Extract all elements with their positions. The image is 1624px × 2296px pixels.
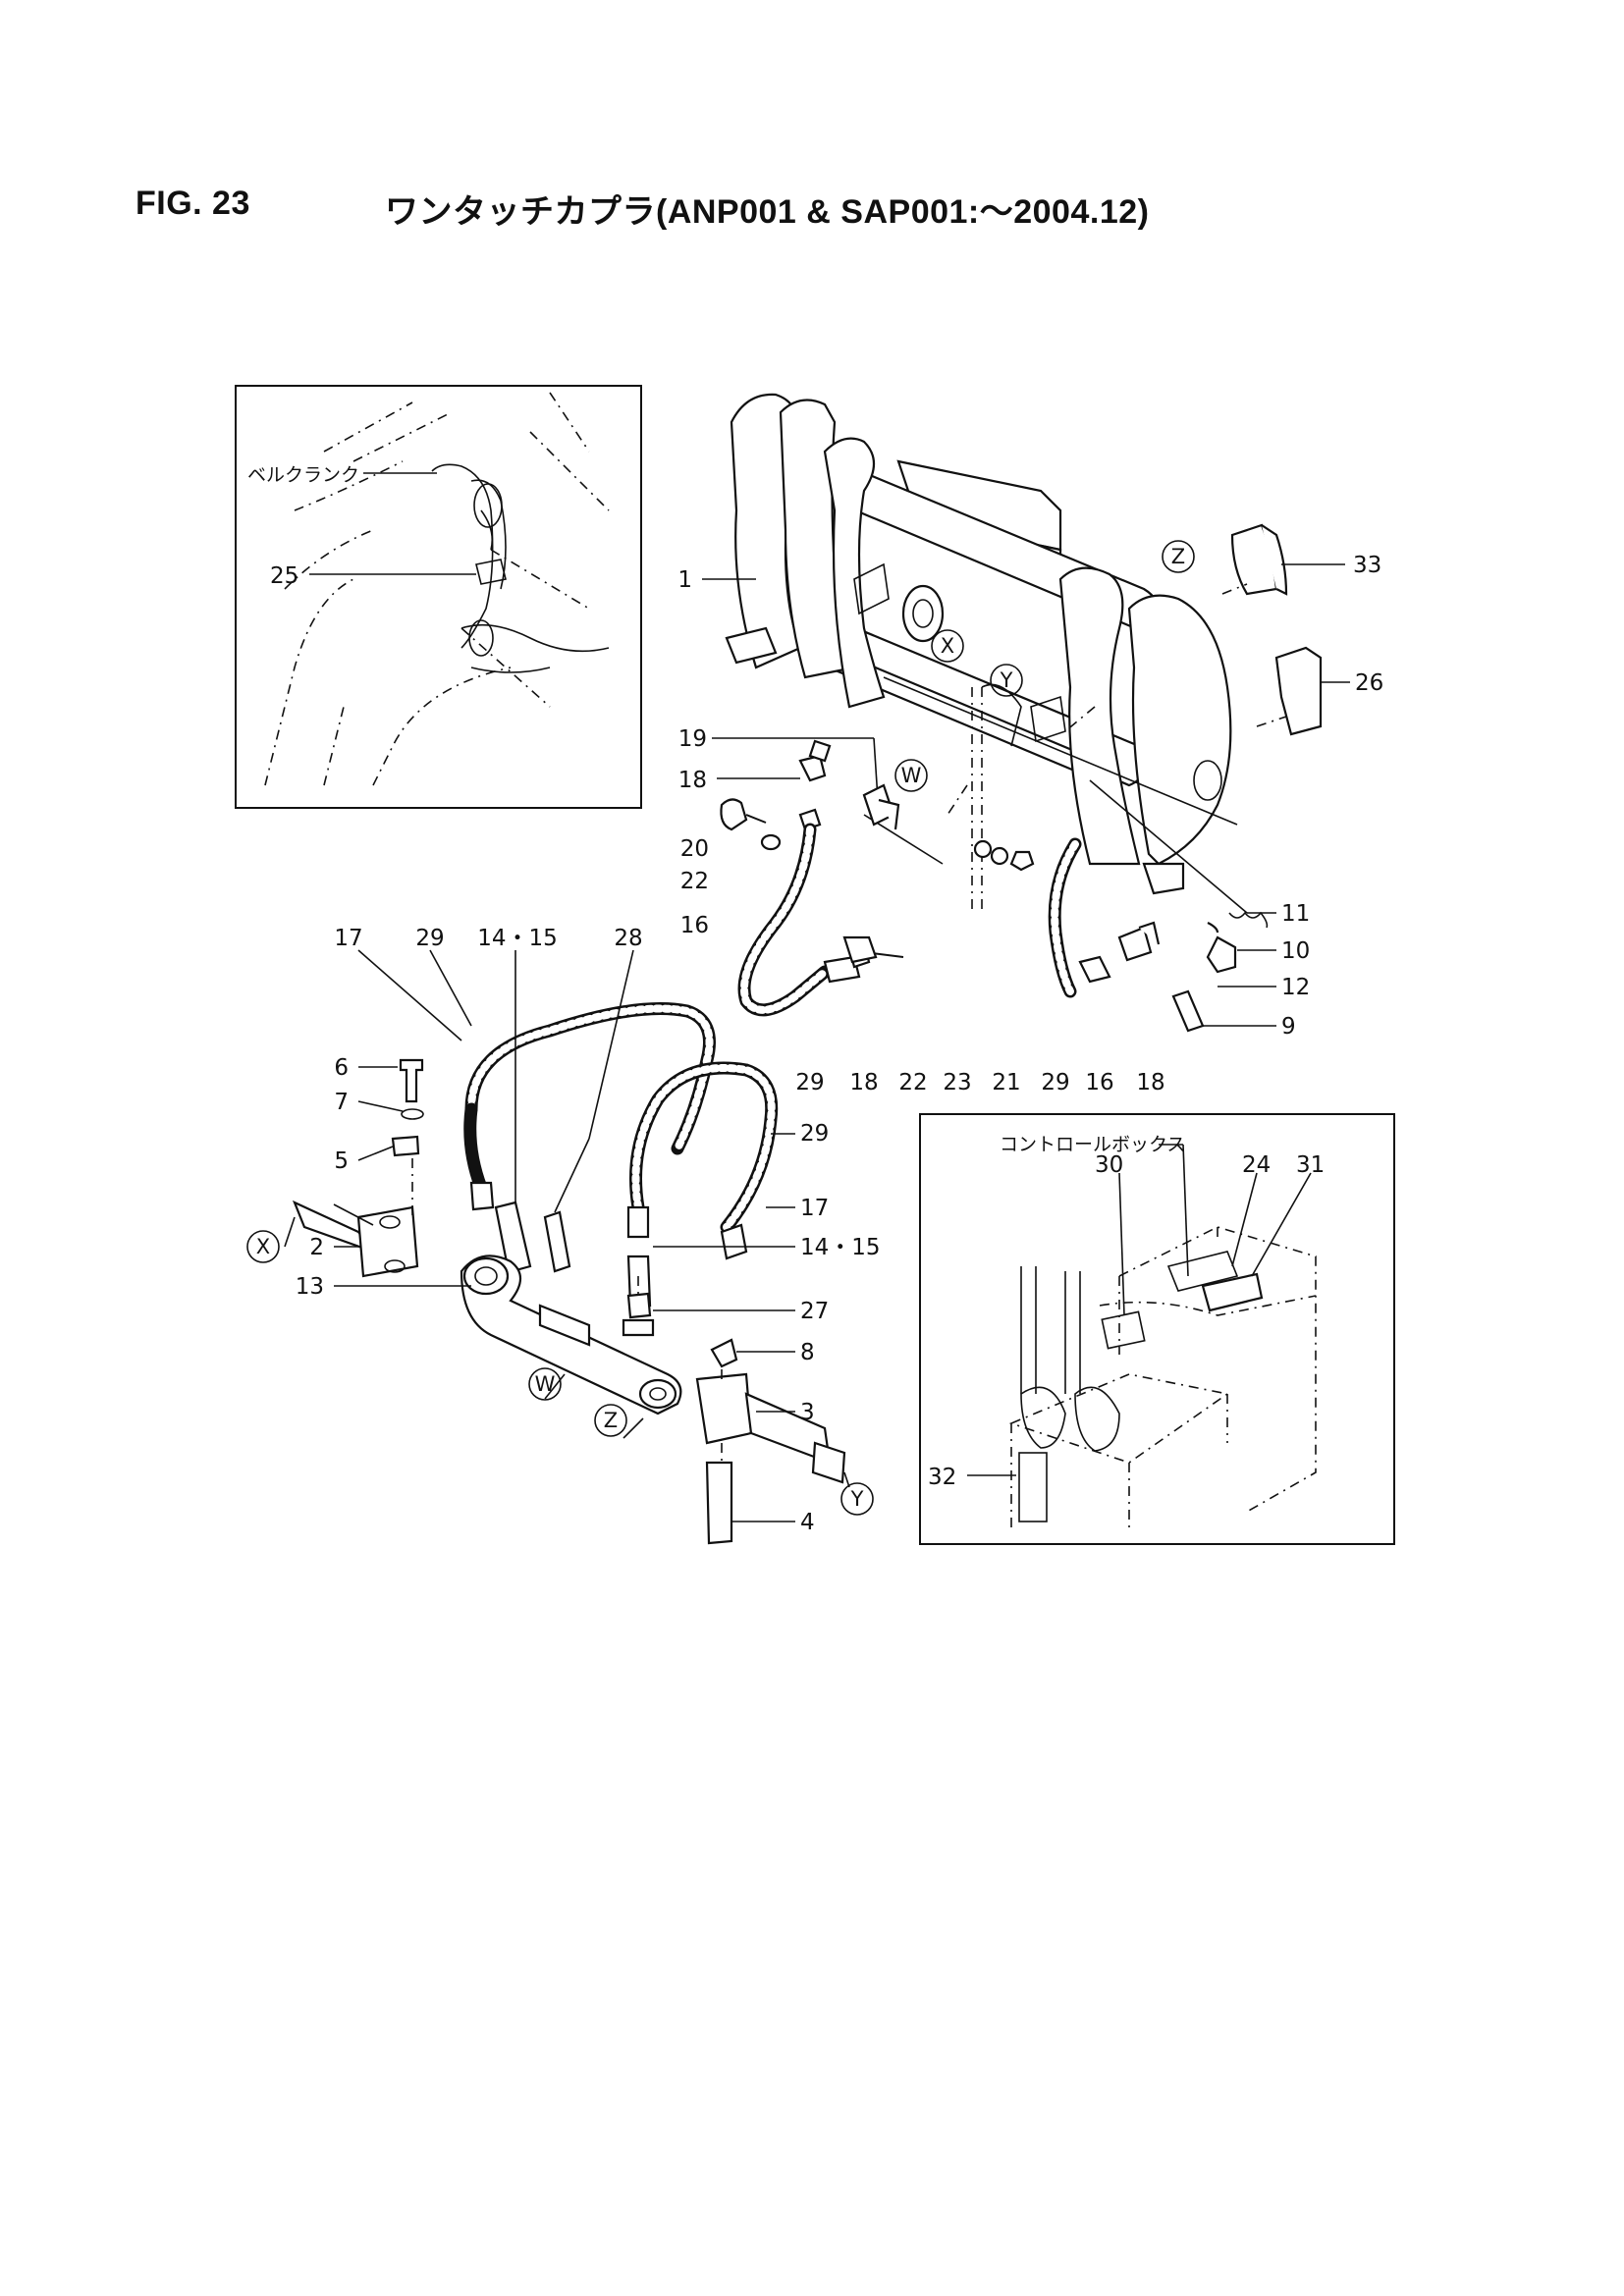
callout-29-right: 29 [800, 1121, 829, 1147]
callout-3: 3 [800, 1400, 815, 1425]
marker-z-bottom: Z [594, 1404, 627, 1437]
callout-4: 4 [800, 1510, 815, 1535]
fittings-upper [720, 739, 1035, 872]
callout-7: 7 [334, 1090, 349, 1115]
marker-y-top: Y [990, 664, 1023, 697]
upper-hoses [737, 823, 1269, 1033]
callout-2: 2 [309, 1235, 324, 1260]
svg-text:X: X [941, 634, 954, 658]
callout-18-right: 18 [1136, 1070, 1164, 1095]
svg-text:Z: Z [604, 1409, 618, 1432]
svg-text:Y: Y [850, 1487, 864, 1511]
marker-x-top: X [931, 629, 964, 663]
callout-16-mid: 16 [1085, 1070, 1113, 1095]
figure-number: FIG. 23 [135, 185, 250, 222]
view-markers: Z X Y W X W Z Y [246, 540, 1195, 1516]
callout-13: 13 [296, 1274, 324, 1300]
callout-19: 19 [678, 726, 707, 752]
callout-16-left: 16 [680, 913, 709, 938]
marker-w-bottom: W [528, 1367, 562, 1401]
callout-17-top: 17 [334, 926, 362, 951]
lower-hose-assembly [292, 1002, 846, 1545]
callout-17-right: 17 [800, 1196, 829, 1221]
wedge-part-33 [1221, 523, 1345, 596]
callout-18-mid: 18 [849, 1070, 878, 1095]
callout-28: 28 [614, 926, 642, 951]
callout-12: 12 [1281, 975, 1310, 1000]
svg-text:Y: Y [1000, 668, 1013, 692]
lower-leaders [284, 949, 850, 1522]
callout-29-mid-b: 29 [1041, 1070, 1069, 1095]
svg-text:W: W [901, 764, 922, 787]
callout-32: 32 [928, 1465, 956, 1490]
svg-text:W: W [535, 1372, 556, 1396]
bellcrank-caption: ベルクランク [247, 464, 359, 486]
callout-18-top: 18 [678, 768, 707, 793]
wedge-part-26 [1256, 646, 1350, 736]
callout-21: 21 [992, 1070, 1020, 1095]
callout-29-mid-a: 29 [795, 1070, 824, 1095]
callout-8: 8 [800, 1340, 815, 1365]
callout-29-top: 29 [415, 926, 444, 951]
svg-text:X: X [256, 1235, 270, 1258]
callout-27: 27 [800, 1299, 829, 1324]
marker-y-bottom: Y [840, 1482, 874, 1516]
control-box-inset: コントロールボックス 30 24 31 32 [919, 1113, 1395, 1545]
bellcrank-inset: ベルクランク 25 [235, 385, 642, 809]
callout-33: 33 [1353, 553, 1381, 578]
main-leaders [702, 578, 1276, 1027]
callout-22-left: 22 [680, 869, 709, 894]
control-box-caption: コントロールボックス [1000, 1134, 1185, 1155]
callout-1: 1 [677, 567, 692, 593]
marker-w-top: W [894, 759, 928, 792]
callout-9: 9 [1281, 1014, 1296, 1040]
callout-31: 31 [1296, 1152, 1325, 1178]
callout-14-15-right: 14・15 [800, 1235, 881, 1260]
coupler-body [725, 393, 1238, 895]
callout-20: 20 [680, 836, 709, 862]
callout-5: 5 [334, 1148, 349, 1174]
figure-title: ワンタッチカプラ(ANP001 & SAP001:〜2004.12) [385, 193, 1150, 231]
callout-30: 30 [1095, 1152, 1123, 1178]
callout-22-mid: 22 [898, 1070, 927, 1095]
callout-6: 6 [334, 1055, 349, 1081]
callout-11: 11 [1281, 901, 1310, 927]
callout-10: 10 [1281, 938, 1310, 964]
callout-25: 25 [270, 563, 298, 589]
svg-text:Z: Z [1171, 545, 1185, 568]
callout-24: 24 [1242, 1152, 1271, 1178]
callout-26: 26 [1355, 670, 1383, 696]
callout-labels: 1 33 26 19 18 20 22 16 11 10 12 9 29 18 … [296, 553, 1384, 1535]
marker-x-bottom: X [246, 1230, 280, 1263]
callout-23: 23 [943, 1070, 971, 1095]
marker-z-top: Z [1162, 540, 1195, 573]
callout-14-15-top: 14・15 [477, 926, 558, 951]
